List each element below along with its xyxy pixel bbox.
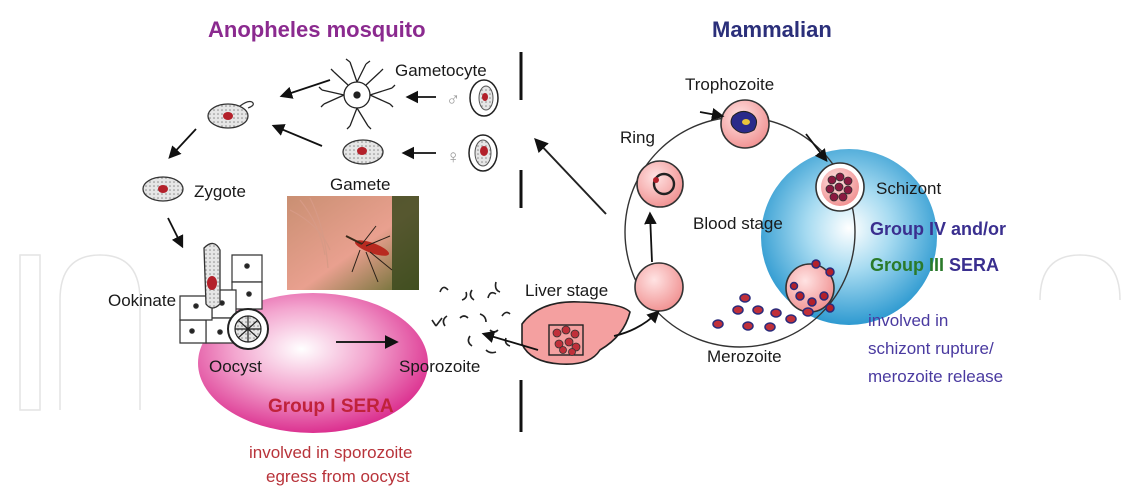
ookinate-label: Ookinate [108,291,176,310]
gametocyte-male-icon [470,80,498,116]
zygote-icon [143,177,183,201]
mosquito-photo [287,196,419,290]
group3-sera-label: Group III SERA [870,255,999,275]
female-gamete-icon [343,140,383,164]
merozoite-label: Merozoite [707,347,782,366]
gametocyte-label: Gametocyte [395,61,487,80]
trophozoite-label: Trophozoite [685,75,774,94]
group34-desc-line2: schizont rupture/ [868,339,994,358]
sporozoites-icon [432,282,510,353]
liver-stage-label: Liver stage [525,281,608,300]
schizont-icon [816,163,864,211]
oocyst-label: Oocyst [209,357,262,376]
blood-stage-label: Blood stage [693,214,783,233]
female-symbol: ♀ [446,147,460,168]
schizont-label: Schizont [876,179,941,198]
group1-sera-label: Group I SERA [268,396,394,417]
male-symbol: ♂ [446,90,460,111]
zygote-label: Zygote [194,182,246,201]
sera-label-part: SERA [944,255,999,275]
oocyst-icon [228,309,268,349]
group4-sera-label: Group IV and/or [870,219,1006,239]
group34-desc-line3: merozoite release [868,367,1003,386]
male-gamete-icon [319,59,395,129]
fertilization-icon [208,102,253,129]
group1-desc-line2: egress from oocyst [266,467,410,486]
red-blood-cell-icon [635,263,683,311]
ring-label: Ring [620,128,655,147]
group3-label-part: Group III [870,255,944,275]
sporozoite-label: Sporozoite [399,357,480,376]
gamete-label: Gamete [330,175,390,194]
group34-desc-line1: involved in [868,311,948,330]
mosquito-heading: Anopheles mosquito [208,17,426,42]
ookinete-icon [204,243,220,308]
liver-cell-icon [522,302,630,364]
gametocyte-female-icon [469,135,497,171]
trophozoite-icon [721,100,769,148]
group1-desc-line1: involved in sporozoite [249,443,412,462]
mammalian-heading: Mammalian [712,17,832,42]
ring-stage-icon [637,161,683,207]
